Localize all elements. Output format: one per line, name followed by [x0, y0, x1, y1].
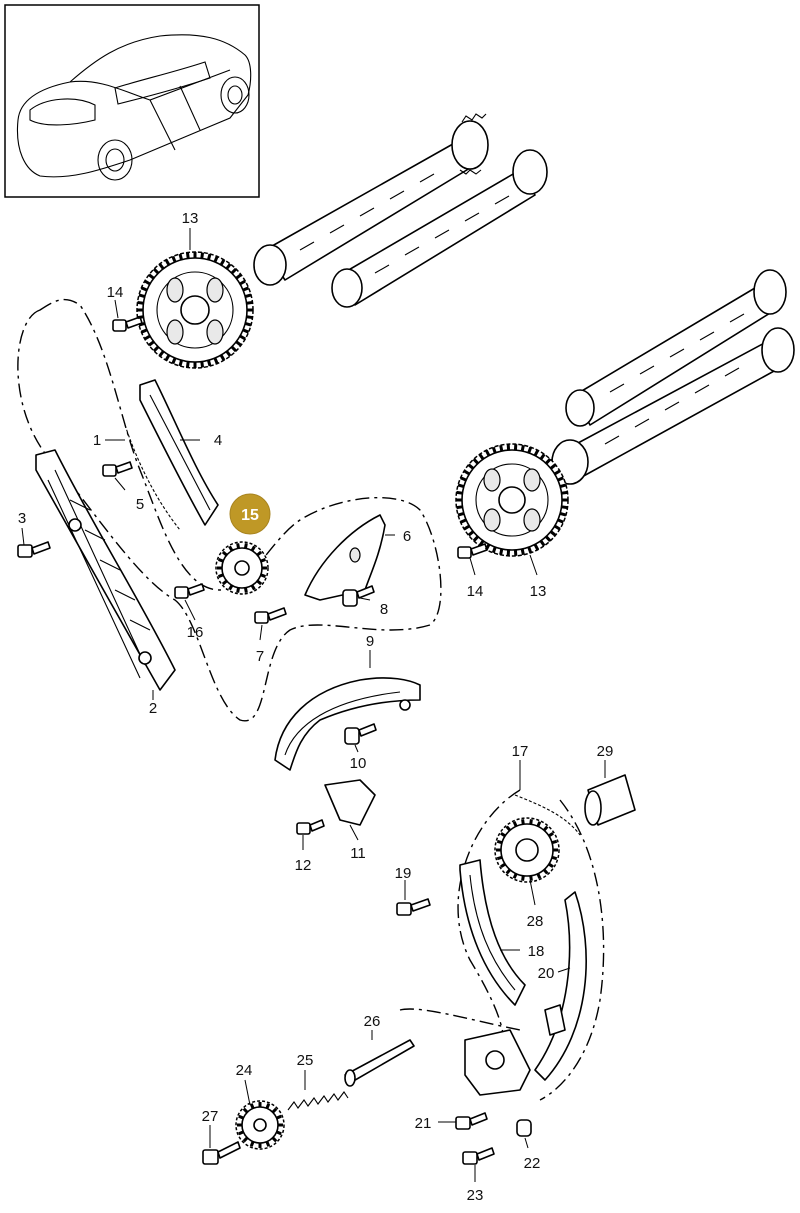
label-29[interactable]: 29	[597, 743, 614, 760]
label-13-lower[interactable]: 13	[530, 583, 547, 600]
label-2[interactable]: 2	[149, 700, 157, 717]
label-14-upper[interactable]: 14	[107, 284, 124, 301]
tensioner-spring	[287, 1091, 349, 1111]
tensioner-rail-left	[35, 449, 176, 691]
camshaft-lower-left	[565, 269, 787, 427]
label-22[interactable]: 22	[524, 1155, 541, 1172]
label-27[interactable]: 27	[202, 1108, 219, 1125]
sprocket-teeth	[456, 444, 568, 556]
sprocket-teeth	[217, 543, 267, 593]
bolt-5	[102, 461, 133, 477]
guide-rail-upper	[139, 379, 219, 526]
label-5[interactable]: 5	[136, 496, 144, 513]
bolt-14-lower	[457, 543, 488, 559]
camshaft-sprocket-lower	[455, 443, 569, 557]
leader-lines	[21, 228, 606, 1182]
label-9[interactable]: 9	[366, 633, 374, 650]
label-6[interactable]: 6	[403, 528, 411, 545]
label-16[interactable]: 16	[187, 624, 204, 641]
chain-tensioner-housing	[464, 1029, 531, 1096]
drive-bushing	[584, 774, 636, 826]
label-10[interactable]: 10	[350, 755, 367, 772]
sprocket-teeth	[137, 252, 253, 368]
vehicle-thumbnail	[4, 4, 260, 198]
timing-chain-lower	[514, 794, 581, 836]
label-26[interactable]: 26	[364, 1013, 381, 1030]
bolt-14-upper	[112, 316, 143, 332]
chain-guide-6	[304, 514, 386, 601]
label-11[interactable]: 11	[350, 845, 366, 862]
bolt-19	[396, 898, 431, 916]
sprocket-teeth	[496, 819, 558, 881]
crank-sprocket	[494, 817, 560, 883]
label-24[interactable]: 24	[236, 1062, 253, 1079]
curved-guide-9	[274, 677, 421, 771]
camshaft-upper-left	[253, 113, 489, 286]
label-3[interactable]: 3	[18, 510, 26, 527]
camshaft-upper-right	[331, 149, 548, 308]
label-25[interactable]: 25	[297, 1052, 314, 1069]
timing-chain-segment	[124, 424, 181, 531]
label-13-upper[interactable]: 13	[182, 210, 199, 227]
chain-route-outline	[17, 298, 442, 722]
bracket-11	[324, 779, 376, 826]
label-18[interactable]: 18	[528, 943, 545, 960]
camshaft-lower-right	[551, 327, 795, 485]
label-23[interactable]: 23	[467, 1187, 484, 1204]
label-17[interactable]: 17	[512, 743, 529, 760]
sprocket-teeth	[237, 1102, 283, 1148]
tensioner-plunger	[344, 1039, 415, 1087]
intermediate-sprocket	[215, 541, 269, 595]
label-14-lower[interactable]: 14	[467, 583, 484, 600]
bolt-21	[455, 1112, 488, 1130]
label-12[interactable]: 12	[295, 857, 312, 874]
pin-10	[344, 723, 377, 745]
bolt-7	[254, 607, 287, 624]
tensioner-rail-lower-20	[534, 891, 587, 1081]
label-21[interactable]: 21	[415, 1115, 432, 1132]
label-1[interactable]: 1	[93, 432, 101, 449]
bolt-12	[296, 819, 325, 835]
label-19[interactable]: 19	[395, 865, 412, 882]
part-labels: 13 14 1 4 5 3 2 6 16 7 8 9 10 11 12 14 1…	[18, 210, 614, 1204]
oil-pump-sprocket	[235, 1100, 285, 1150]
bolt-3	[17, 541, 51, 558]
bolt-27	[202, 1141, 241, 1165]
label-7[interactable]: 7	[256, 648, 264, 665]
label-28[interactable]: 28	[527, 913, 544, 930]
sleeve-22	[516, 1119, 532, 1137]
highlight-badge-15[interactable]	[229, 493, 271, 535]
camshaft-sprocket-upper	[136, 251, 254, 369]
pin-8	[342, 585, 375, 607]
bolt-16	[174, 583, 205, 599]
highlight-label-15[interactable]: 15	[241, 507, 259, 524]
label-20[interactable]: 20	[538, 965, 555, 982]
guide-rail-lower-18	[459, 859, 526, 1006]
label-4[interactable]: 4	[214, 432, 222, 449]
bolt-23	[462, 1147, 495, 1165]
label-8[interactable]: 8	[380, 601, 388, 618]
